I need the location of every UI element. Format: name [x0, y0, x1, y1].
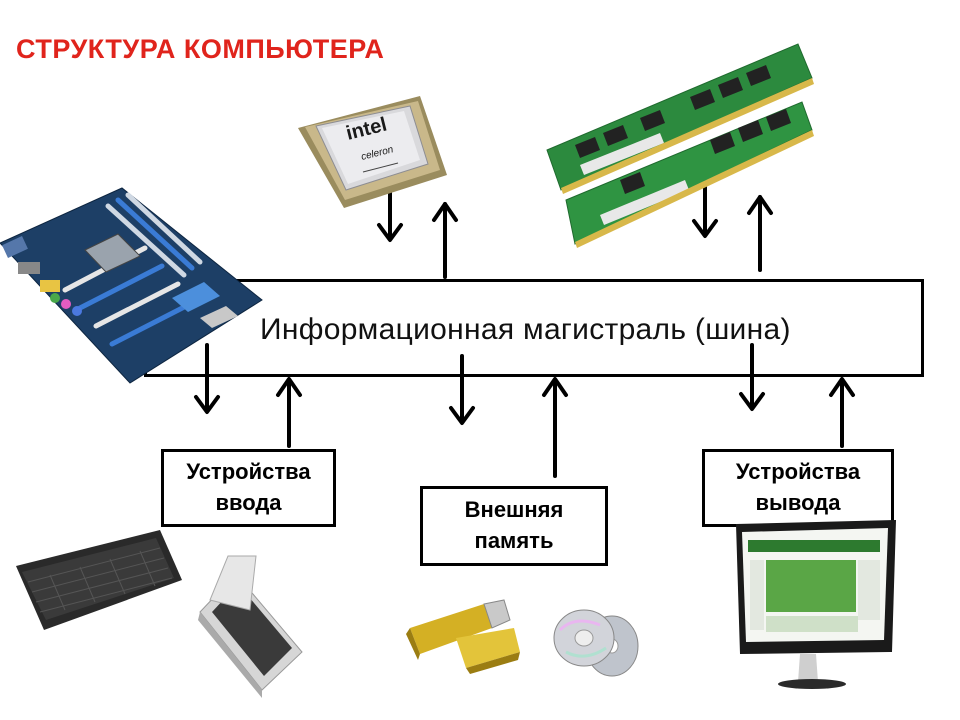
motherboard-icon — [0, 187, 263, 384]
optical-discs-icon — [553, 609, 639, 677]
output-to-bus-arrow — [829, 377, 855, 448]
system-bus-label: Информационная магистраль (шина) — [260, 313, 791, 346]
usb-flash-drive-icon — [406, 599, 520, 674]
output-devices-line2: вывода — [755, 490, 841, 515]
input-devices-line2: ввода — [215, 490, 282, 515]
output-devices-line1: Устройства — [735, 459, 861, 485]
monitor-icon — [736, 520, 896, 689]
input-devices-box: Устройства ввода — [161, 449, 336, 527]
bus-to-ram-arrow — [747, 195, 773, 272]
external-memory-line2: память — [474, 528, 554, 553]
input-devices-line1: Устройства — [186, 459, 311, 485]
output-devices-box: Устройства вывода — [702, 449, 894, 527]
storage-to-bus-arrow — [542, 377, 568, 478]
input-to-bus-arrow — [276, 377, 302, 448]
ram-modules-icon — [546, 43, 814, 248]
keyboard-icon — [16, 530, 182, 630]
bus-to-input-arrow — [194, 343, 220, 414]
bus-to-storage-arrow — [449, 354, 475, 425]
external-memory-box: Внешняя память — [420, 486, 608, 566]
cpu-chip-icon: intel celeron — [298, 96, 447, 208]
scanner-icon — [198, 555, 303, 698]
system-bus-box — [144, 279, 924, 377]
page-title: СТРУКТУРА КОМПЬЮТЕРА — [16, 34, 385, 64]
bus-to-output-arrow — [739, 343, 765, 411]
bus-to-cpu-arrow — [432, 202, 458, 279]
external-memory-line1: Внешняя — [464, 497, 564, 523]
